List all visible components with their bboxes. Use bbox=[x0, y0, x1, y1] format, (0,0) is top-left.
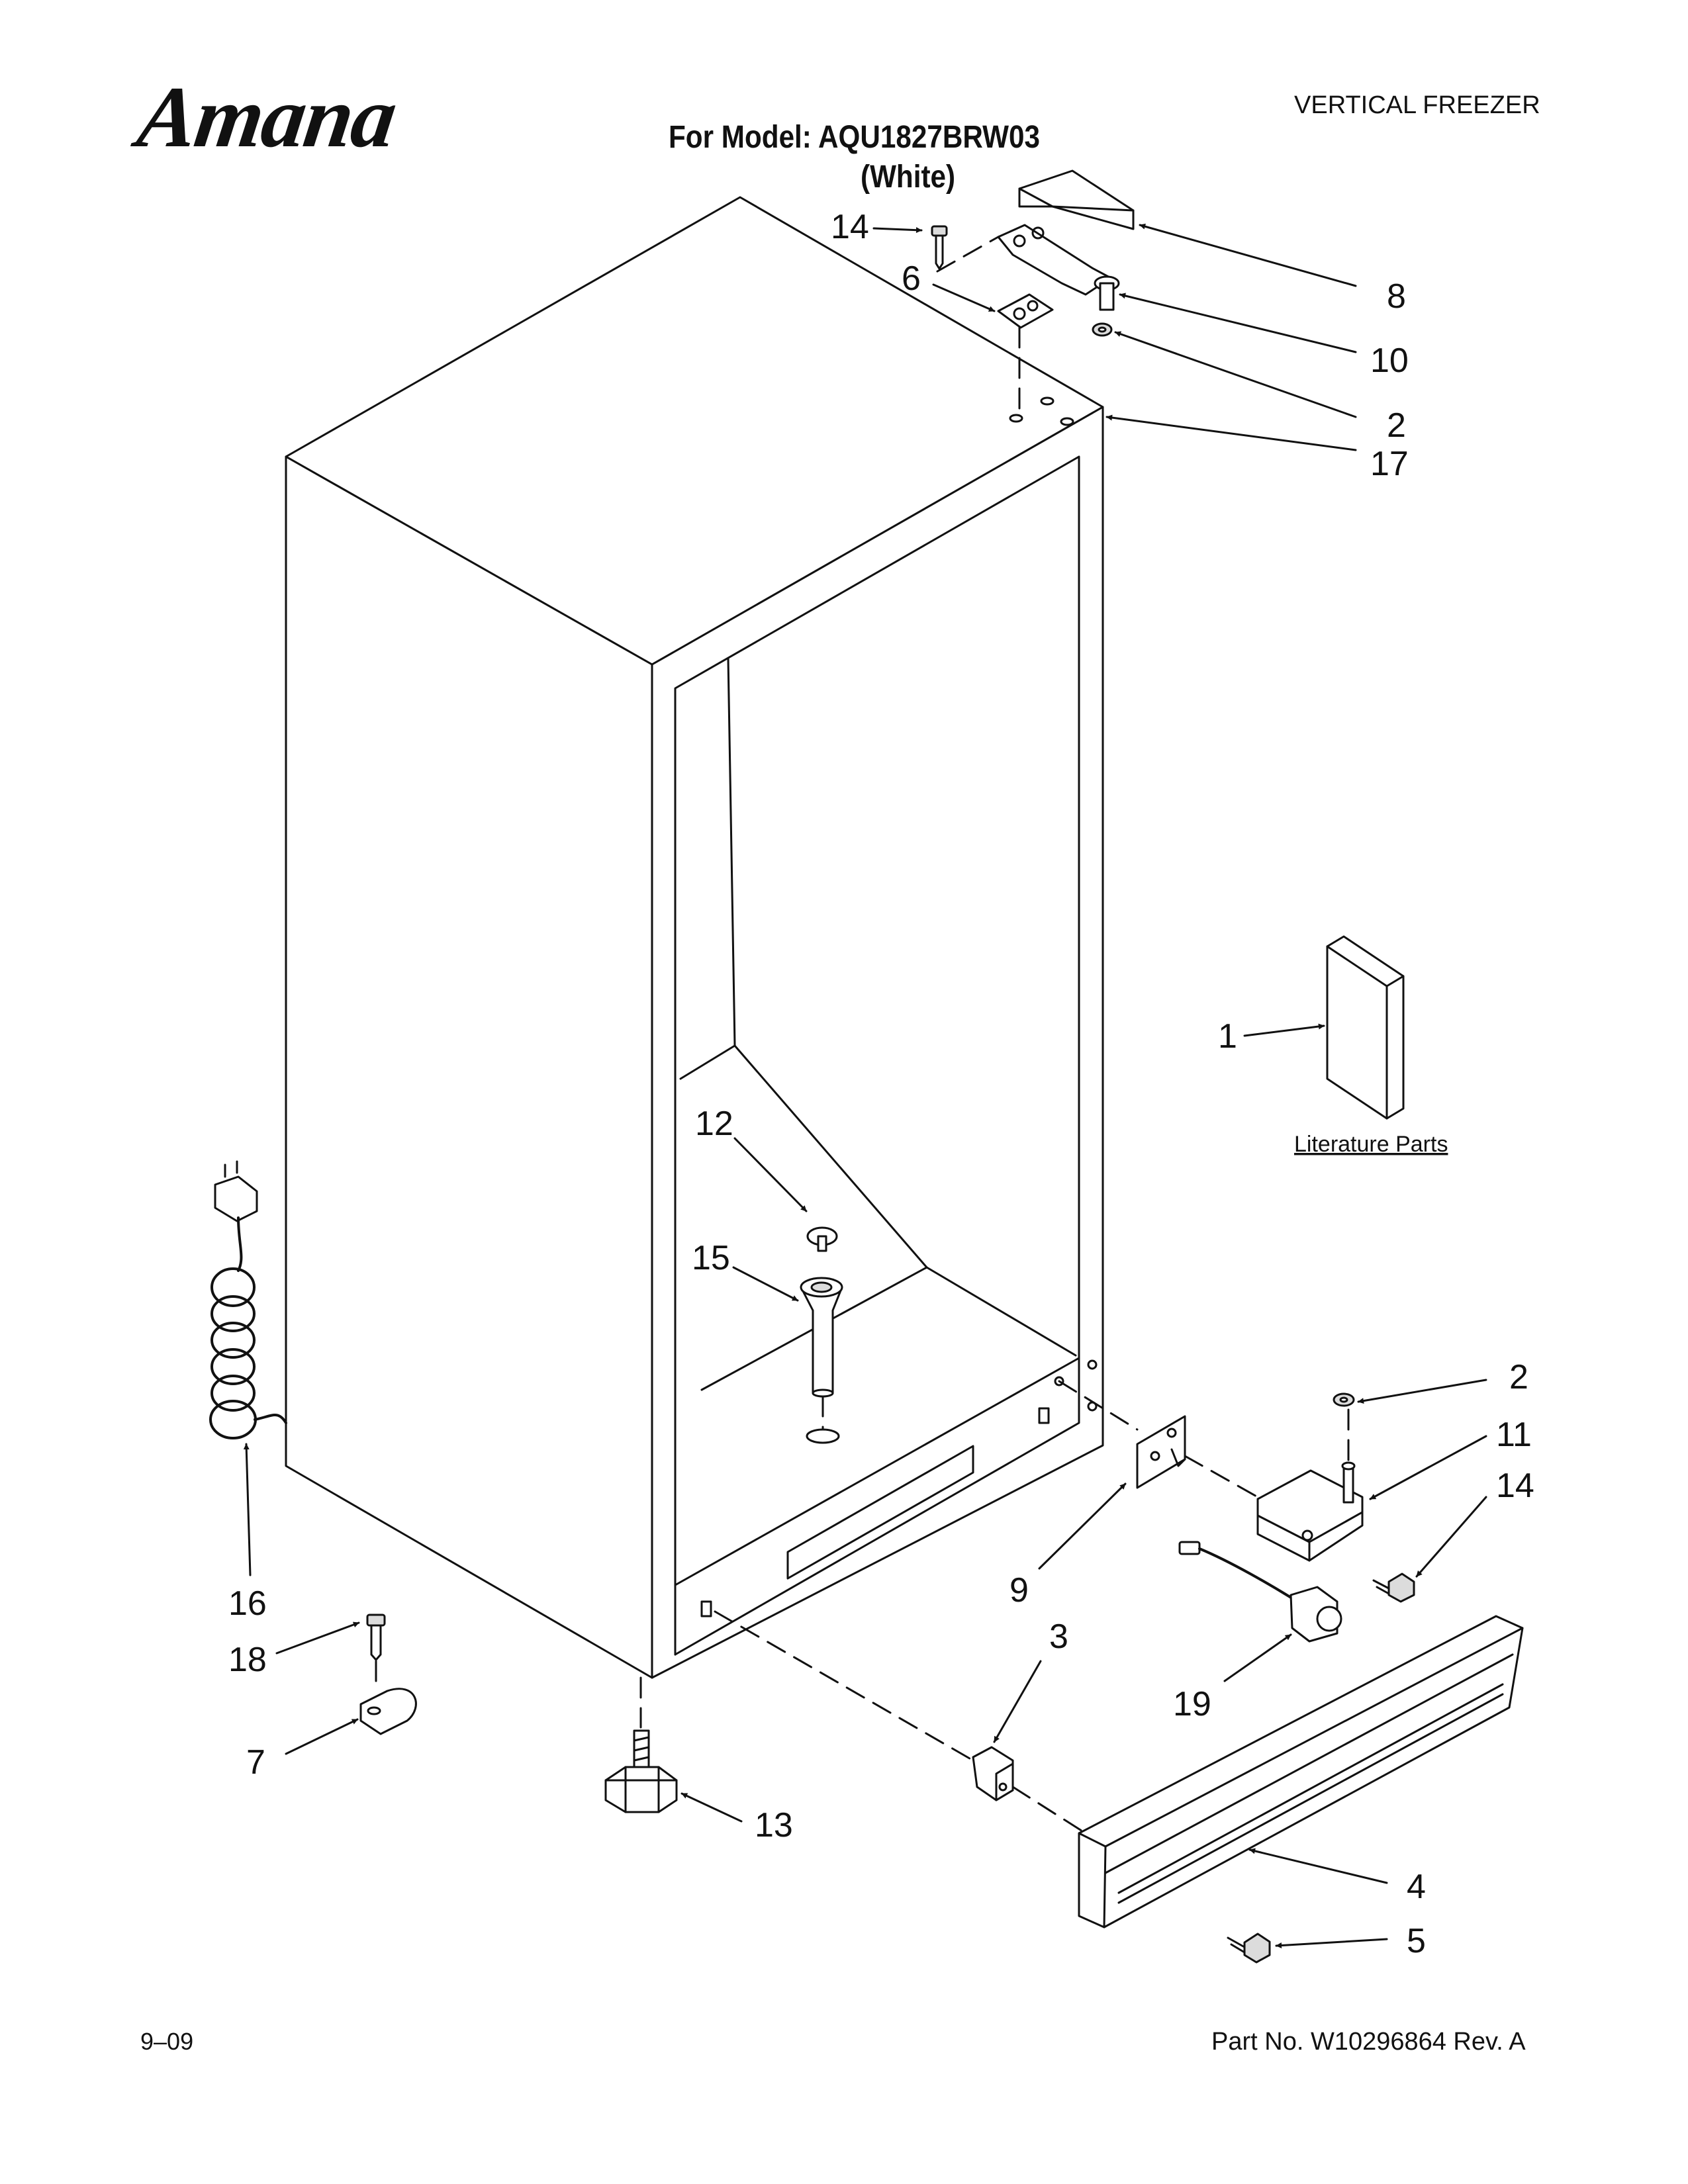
leader-lines bbox=[243, 223, 1487, 1949]
model-title: For Model: AQU1827BRW03 bbox=[669, 120, 1040, 155]
part-number: Part No. W10296864 Rev. A bbox=[1211, 2028, 1526, 2056]
callout-7: 7 bbox=[246, 1743, 265, 1782]
callout-6: 6 bbox=[902, 259, 921, 298]
callout-14-bottom: 14 bbox=[1496, 1467, 1534, 1505]
drain-assembly bbox=[800, 1226, 843, 1444]
callout-14-top: 14 bbox=[831, 208, 869, 246]
callout-3: 3 bbox=[1049, 1617, 1068, 1656]
literature-label: Literature Parts bbox=[1294, 1132, 1448, 1157]
callout-18: 18 bbox=[228, 1641, 267, 1679]
product-category: VERTICAL FREEZER bbox=[1294, 91, 1540, 119]
callout-4: 4 bbox=[1407, 1868, 1426, 1906]
callout-12: 12 bbox=[695, 1105, 733, 1143]
leveling-leg bbox=[604, 1676, 678, 1813]
bottom-hinge-assembly bbox=[714, 1380, 1524, 1964]
callout-17: 17 bbox=[1370, 445, 1409, 483]
callout-10: 10 bbox=[1370, 341, 1409, 380]
callout-16: 16 bbox=[228, 1584, 267, 1623]
callout-2-bottom: 2 bbox=[1509, 1358, 1528, 1396]
callout-5: 5 bbox=[1407, 1922, 1426, 1960]
model-color: (White) bbox=[861, 159, 956, 195]
callout-2-top: 2 bbox=[1387, 406, 1406, 445]
callout-15: 15 bbox=[692, 1239, 730, 1277]
callout-11: 11 bbox=[1496, 1416, 1532, 1454]
callout-19: 19 bbox=[1173, 1685, 1211, 1723]
top-hinge-assembly bbox=[931, 169, 1135, 415]
cord-clamp bbox=[359, 1614, 417, 1735]
power-cord bbox=[209, 1160, 287, 1439]
callout-1: 1 bbox=[1218, 1017, 1237, 1056]
callout-numbers: 14 6 8 10 2 17 1 12 15 2 11 14 9 3 19 16… bbox=[228, 208, 1534, 1960]
callout-13: 13 bbox=[755, 1806, 793, 1844]
revision-date: 9–09 bbox=[140, 2028, 194, 2055]
literature-parts: Literature Parts bbox=[1294, 935, 1448, 1157]
callout-9: 9 bbox=[1009, 1571, 1029, 1610]
cabinet bbox=[285, 196, 1104, 1679]
callout-8: 8 bbox=[1387, 277, 1406, 316]
